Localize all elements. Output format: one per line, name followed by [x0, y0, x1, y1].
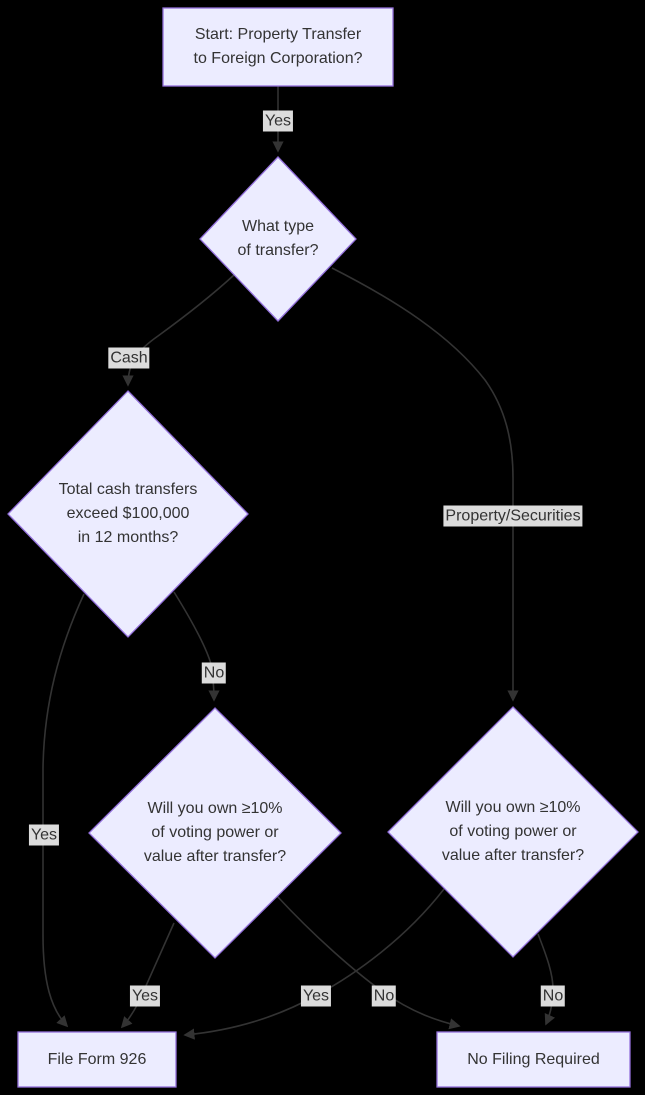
edge-label-start-yes: Yes	[262, 110, 294, 132]
edge-label-ownership-property-no: No	[540, 985, 566, 1007]
edge-label-type-property: Property/Securities	[443, 505, 583, 527]
node-cash-threshold-shape	[7, 390, 249, 638]
node-start-shape	[162, 7, 394, 87]
edge-label-ownership-cash-yes: Yes	[129, 985, 161, 1007]
node-ownership-property-shape	[387, 706, 639, 958]
nodes	[7, 7, 639, 1088]
node-transfer-type-shape	[199, 156, 357, 322]
edge-label-cash-no: No	[201, 662, 227, 684]
edge-label-ownership-property-yes: Yes	[300, 985, 332, 1007]
edge-ownership-cash-to-file-form-926	[120, 922, 175, 1029]
edge-ownership-property-to-no-filing	[537, 933, 555, 1026]
node-ownership-cash-shape	[88, 707, 342, 959]
edge-cash-threshold-to-file-form-926	[42, 593, 85, 1028]
edge-label-cash-yes: Yes	[28, 824, 60, 846]
edge-label-ownership-cash-no: No	[371, 985, 397, 1007]
edge-transfer-type-to-ownership-property	[331, 267, 519, 702]
edge-cash-threshold-to-ownership-cash	[173, 591, 220, 702]
node-no-filing-shape	[436, 1031, 631, 1088]
node-file-form-926-shape	[17, 1031, 177, 1088]
edge-label-type-cash: Cash	[108, 347, 150, 369]
edge-ownership-cash-to-no-filing	[276, 895, 461, 1030]
edge-transfer-type-to-cash-threshold	[122, 274, 235, 387]
